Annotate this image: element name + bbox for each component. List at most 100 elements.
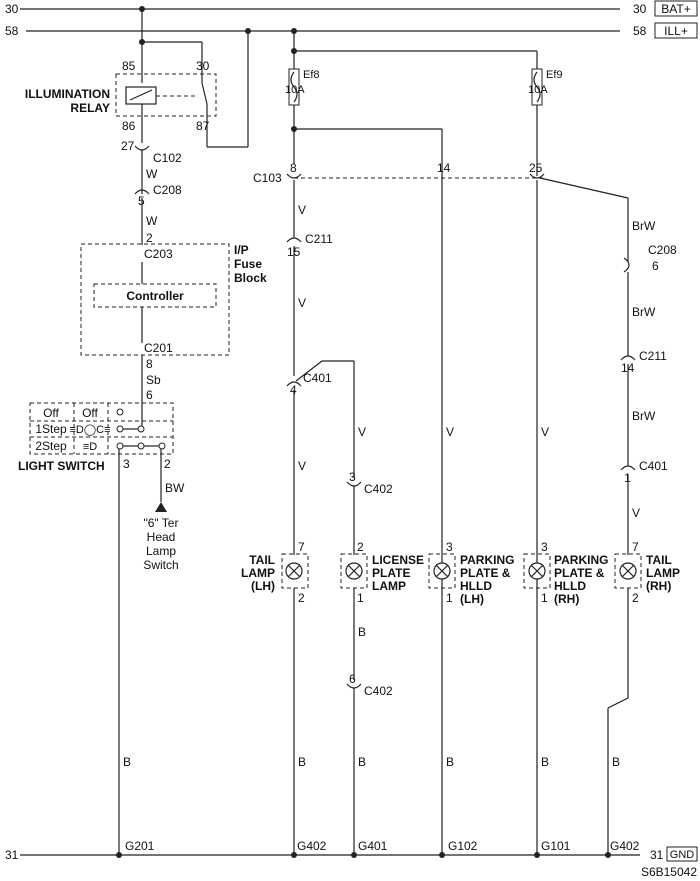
lamp-tail-rh: 7 2 TAIL LAMP (RH) — [614, 540, 680, 605]
relay-pin-85: 85 — [122, 59, 136, 73]
wire-b-tail-lh: B — [298, 755, 306, 769]
lamp-license-line1: LICENSE — [372, 553, 424, 567]
connector-c103: C103 8 14 25 — [253, 161, 545, 185]
lamp-tail-lh-line1: TAIL — [249, 553, 275, 567]
lamp-license-line2: PLATE — [372, 566, 410, 580]
c211-right-label: C211 — [639, 349, 667, 363]
c402-bot-pin: 6 — [349, 672, 356, 686]
wire-sb: Sb — [146, 373, 161, 387]
ground-g402-right: G402 — [610, 839, 640, 853]
wire-v-7: V — [632, 506, 640, 520]
lamp-parking-lh-line3: HLLD — [460, 579, 492, 593]
c203-label: C203 — [144, 247, 173, 261]
c402-top-pin: 3 — [349, 470, 356, 484]
lamp-parking-rh-line2: PLATE & — [554, 566, 605, 580]
bat-rail-right-label: 30 — [633, 2, 647, 16]
ef9-name: Ef9 — [546, 69, 563, 81]
ground-g102: G102 — [448, 839, 478, 853]
lamp-parking-lh: 3 1 PARKING PLATE & HLLD (LH) — [428, 540, 514, 606]
fuse-block-title-1: I/P — [234, 243, 249, 257]
bat-rail: 30 30 BAT+ — [5, 0, 698, 17]
lamp-license-bottom-pin: 1 — [357, 591, 364, 605]
fuse-ef9: Ef9 10A — [528, 51, 563, 176]
lamp-parking-rh-line4: (RH) — [554, 592, 579, 606]
bat-tag: BAT+ — [661, 2, 690, 16]
ground-g401: G401 — [358, 839, 388, 853]
wire-v-2: V — [298, 296, 306, 310]
ground-g101: G101 — [541, 839, 571, 853]
switch-headlamp-icon: ≡D — [83, 441, 97, 453]
left-branch: 27 C102 W C208 5 W — [121, 139, 182, 245]
wire-b-parking-rh: B — [541, 755, 549, 769]
lamp-license-line3: LAMP — [372, 579, 406, 593]
tail-lamp-lh-branch: V C211 15 V C401 4 V — [286, 180, 354, 555]
relay-name-line1: ILLUMINATION — [25, 87, 110, 101]
ter-line-1: "6" Ter — [144, 516, 179, 530]
wire-b-tail-rh: B — [612, 755, 620, 769]
lamp-parking-lh-bottom-pin: 1 — [446, 591, 453, 605]
ip-fuse-block: 2 C203 Controller C201 I/P Fuse Block 8 … — [80, 231, 267, 403]
parking-lh-branch: V B — [446, 425, 454, 769]
wire-b-parking-lh: B — [446, 755, 454, 769]
c103-label: C103 — [253, 171, 282, 185]
lamp-tail-rh-line2: LAMP — [646, 566, 680, 580]
gnd-rail: 31 31 GND — [5, 846, 698, 862]
lamp-license-plate: 2 1 LICENSE PLATE LAMP — [340, 540, 424, 605]
c103-pin-8: 8 — [290, 161, 297, 175]
lamp-parking-lh-line1: PARKING — [460, 553, 514, 567]
ter-line-2: Head — [147, 530, 176, 544]
lamp-tail-lh-line2: LAMP — [241, 566, 275, 580]
ef8-rating: 10A — [285, 84, 305, 96]
c103-pin-25: 25 — [529, 161, 543, 175]
ef8-name: Ef8 — [303, 69, 320, 81]
ill-tag: ILL+ — [664, 24, 688, 38]
fuse-block-pin-6: 6 — [146, 388, 153, 402]
lamp-tail-rh-line3: (RH) — [646, 579, 671, 593]
wire-v-1: V — [298, 203, 306, 217]
wire-bw: BW — [165, 481, 185, 495]
relay-pin-30: 30 — [196, 59, 210, 73]
lamp-parking-rh-bottom-pin: 1 — [541, 591, 548, 605]
wire-w-2: W — [146, 214, 158, 228]
wire-brw-1: BrW — [632, 219, 656, 233]
c208-left-label: C208 — [153, 183, 182, 197]
switch-off-2: Off — [82, 406, 98, 420]
diagram-code: S6B15042 — [641, 865, 697, 879]
gnd-rail-right-label: 31 — [650, 848, 664, 862]
c208-right-pin: 6 — [652, 259, 659, 273]
wire-b-license-1: B — [358, 625, 366, 639]
ground-g402-left: G402 — [297, 839, 327, 853]
ground-g201: G201 — [125, 839, 155, 853]
switch-pin-2: 2 — [164, 457, 171, 471]
relay-name-line2: RELAY — [70, 101, 110, 115]
lamp-parking-lh-line4: (LH) — [460, 592, 484, 606]
switch-step-2: 2Step — [35, 439, 67, 453]
c211-left-label: C211 — [305, 232, 333, 246]
c103-pin-14: 14 — [437, 161, 451, 175]
wire-v-6: V — [541, 425, 549, 439]
wire-v-3: V — [298, 459, 306, 473]
fuse-block-pin-8: 8 — [146, 357, 153, 371]
wire-v-5: V — [446, 425, 454, 439]
switch-step-1: 1Step — [35, 422, 67, 436]
wire-v-4: V — [358, 425, 366, 439]
fuse-block-title-2: Fuse — [234, 257, 262, 271]
lamp-tail-rh-bottom-pin: 2 — [632, 591, 639, 605]
ill-rail-right-label: 58 — [633, 24, 647, 38]
lamp-tail-lh: 7 2 TAIL LAMP (LH) B — [241, 540, 309, 855]
lamp-parking-rh-line3: HLLD — [554, 579, 586, 593]
switch-off-1: Off — [43, 406, 59, 420]
wire-b-license-2: B — [358, 755, 366, 769]
license-plate-branch: V 3 C402 B 6 C402 B — [346, 361, 393, 855]
ef9-rating: 10A — [528, 84, 548, 96]
controller-label: Controller — [126, 289, 184, 303]
lamp-parking-rh-top-pin: 3 — [541, 540, 548, 554]
lamp-parking-lh-top-pin: 3 — [446, 540, 453, 554]
fuse-ef8: Ef8 10A — [285, 28, 537, 855]
wire-b-switch: B — [123, 755, 131, 769]
c402-top-label: C402 — [364, 482, 393, 496]
ter-line-3: Lamp — [146, 544, 176, 558]
lamp-parking-rh-line1: PARKING — [554, 553, 608, 567]
lamp-parking-lh-line2: PLATE & — [460, 566, 511, 580]
wire-brw-2: BrW — [632, 305, 656, 319]
